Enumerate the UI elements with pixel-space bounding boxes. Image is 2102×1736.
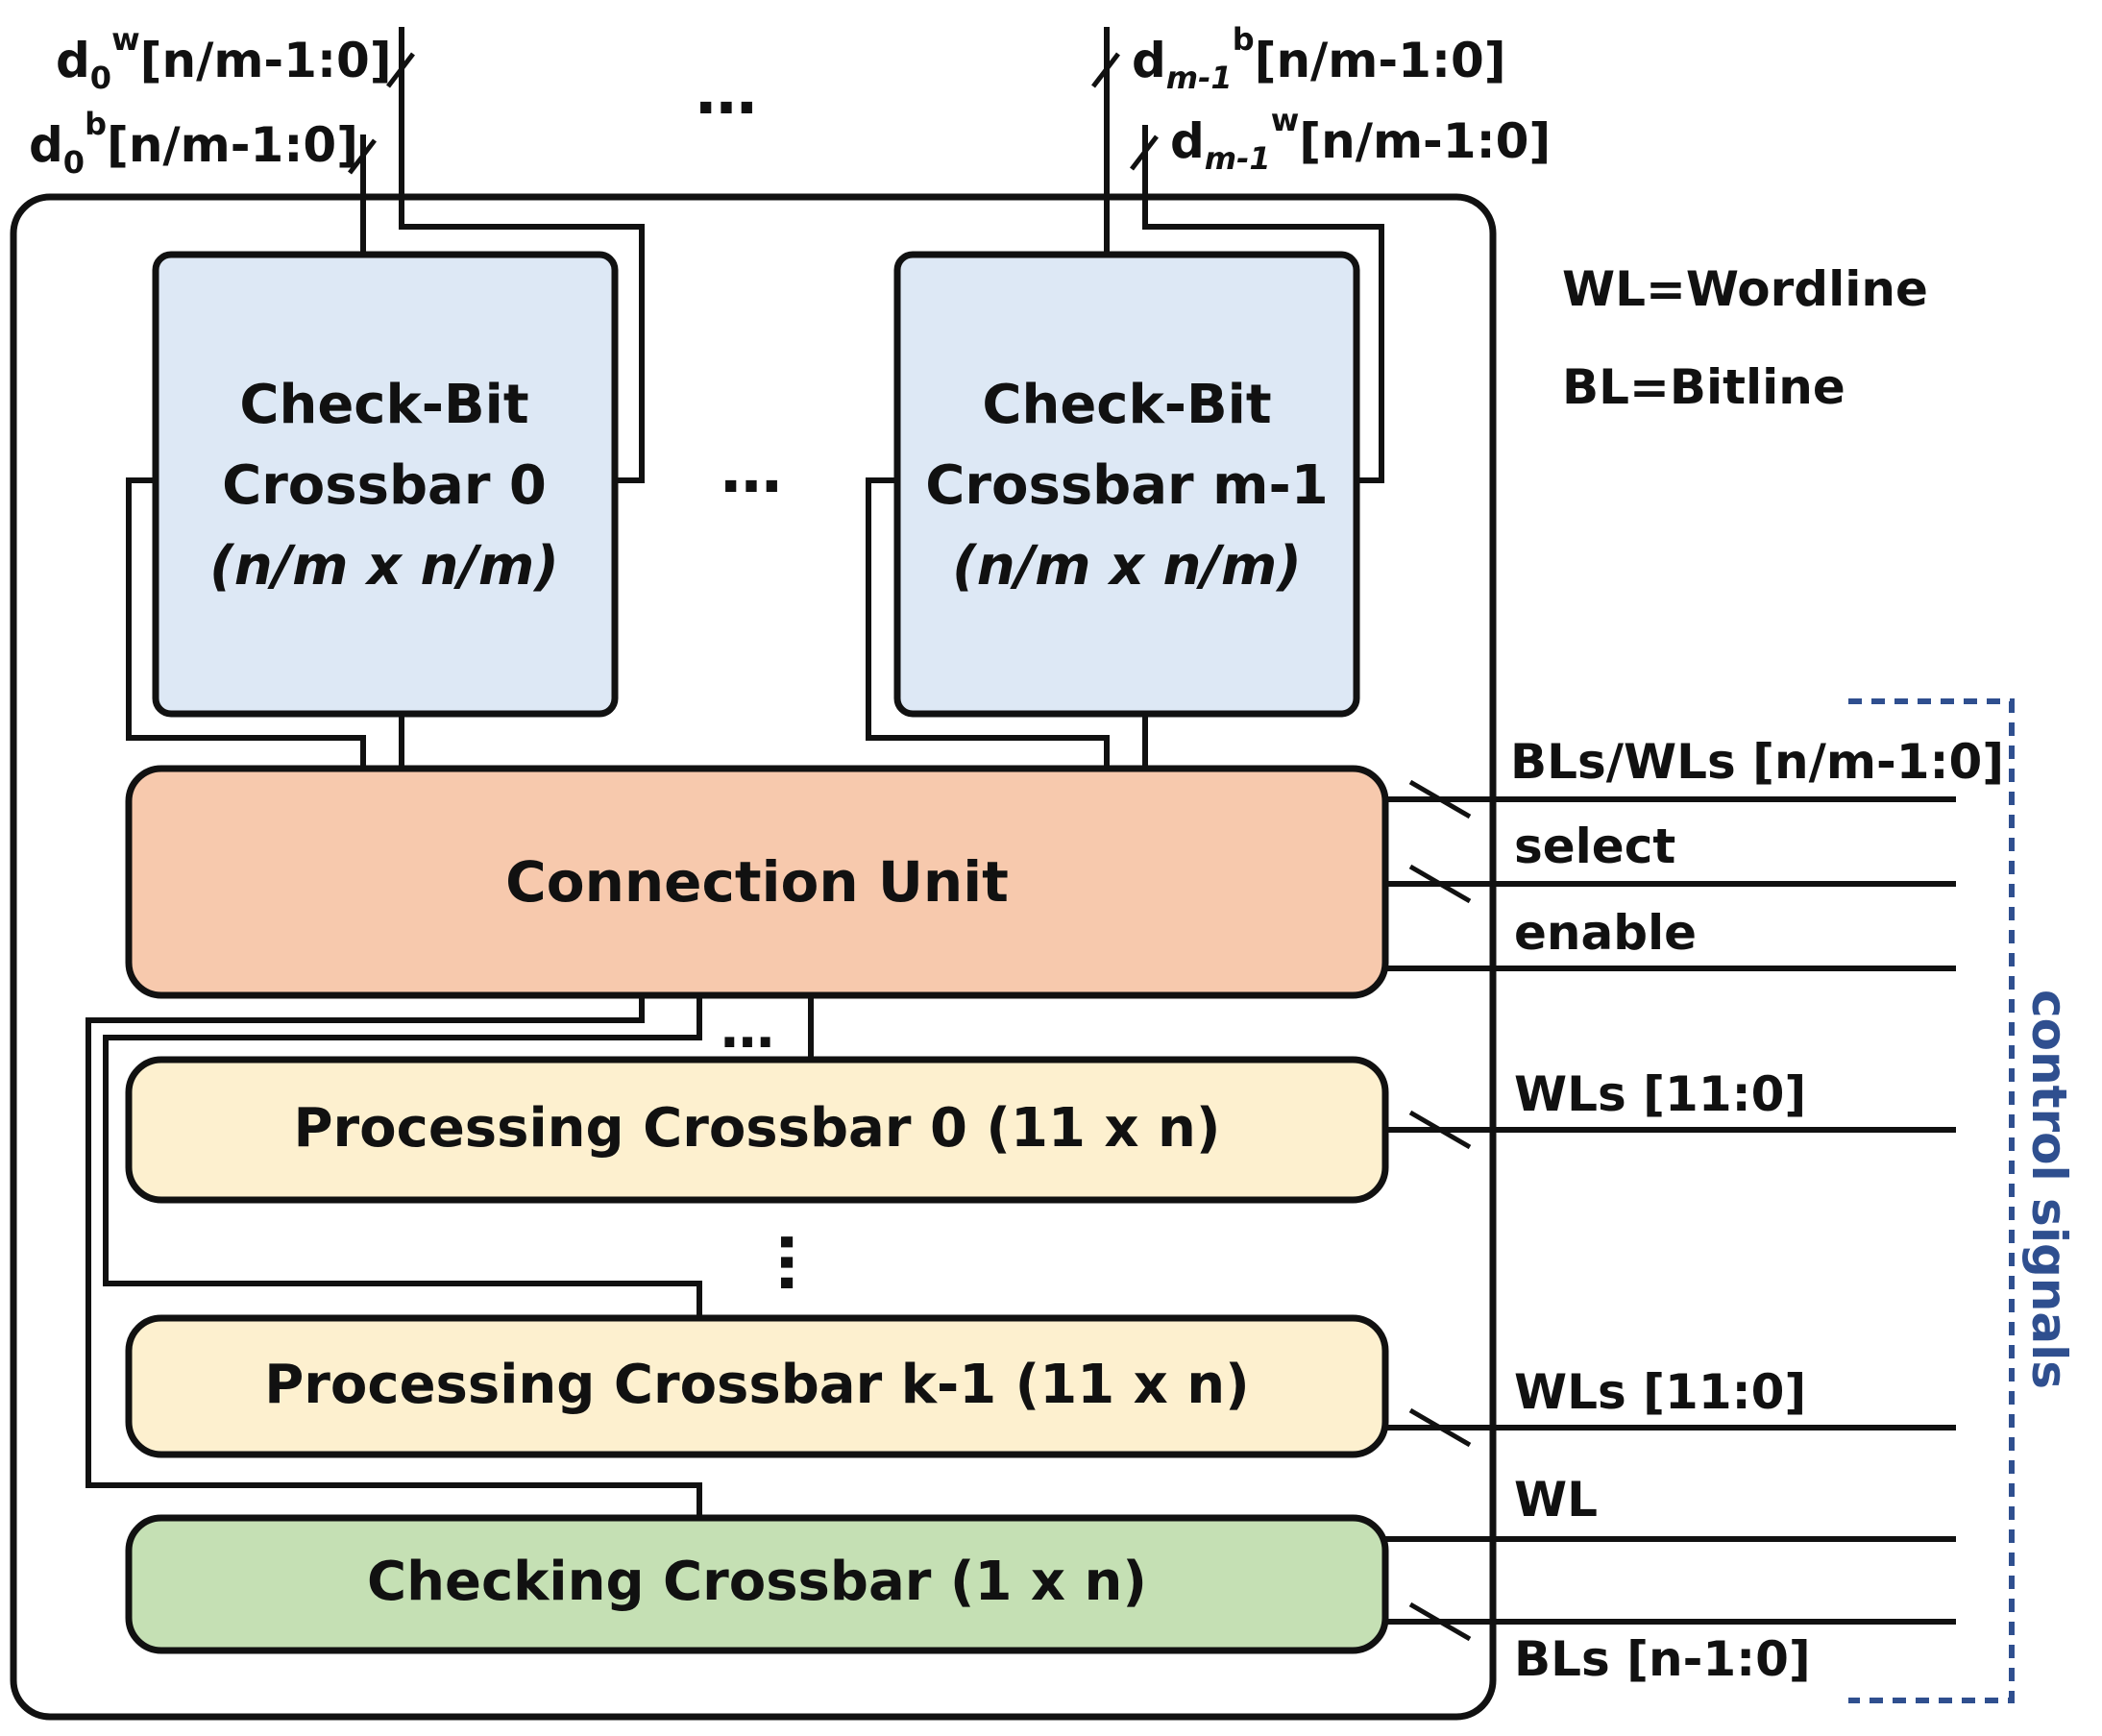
wire-cu-procB bbox=[86, 995, 702, 1518]
svg-text:d0w[n/m-1:0]: d0w[n/m-1:0] bbox=[56, 21, 392, 96]
control-signals-bracket bbox=[1848, 698, 2015, 1703]
bus-slash-dm1w bbox=[1130, 134, 1159, 171]
checkbitm1-line3: (n/m x n/m) bbox=[952, 535, 1302, 598]
checking-crossbar bbox=[125, 1514, 1389, 1654]
svg-text:d0b[n/m-1:0]: d0b[n/m-1:0] bbox=[29, 106, 358, 181]
checkbitm1-line1: Check-Bit bbox=[982, 374, 1271, 436]
ellipsis-middle: … bbox=[721, 436, 782, 507]
checkbit0-line3: (n/m x n/m) bbox=[209, 535, 559, 598]
port-label-d0b: d0b[n/m-1:0] bbox=[29, 106, 358, 181]
control-signals-label: control signals bbox=[2021, 990, 2077, 1389]
wire-cu-procA bbox=[103, 995, 702, 1318]
bus-slash-wls-proc0 bbox=[1408, 1110, 1472, 1150]
wire-dm1w bbox=[1142, 125, 1384, 483]
signal-label-bls-wls: BLs/WLs [n/m-1:0] bbox=[1510, 734, 2004, 790]
checkbit0-line2: Crossbar 0 bbox=[222, 454, 547, 517]
ellipsis-cu: … bbox=[721, 998, 774, 1061]
checking-label: Checking Crossbar (1 x n) bbox=[367, 1551, 1147, 1613]
checkbitm1-line2: Crossbar m-1 bbox=[925, 454, 1328, 517]
bus-slash-dm1b bbox=[1091, 52, 1120, 88]
signal-label-wl: WL bbox=[1514, 1472, 1598, 1528]
processing-crossbar-k1 bbox=[125, 1314, 1389, 1458]
connection-unit-label: Connection Unit bbox=[505, 849, 1009, 915]
bus-slash-d0b bbox=[348, 138, 377, 175]
svg-text:dm-1w[n/m-1:0]: dm-1w[n/m-1:0] bbox=[1170, 102, 1551, 177]
ellipsis-top: … bbox=[696, 58, 757, 129]
bus-slash-wls-prock1 bbox=[1408, 1407, 1472, 1448]
port-label-d0w: d0w[n/m-1:0] bbox=[56, 21, 392, 96]
signal-label-bls: BLs [n-1:0] bbox=[1514, 1631, 1811, 1687]
legend-bitline: BL=Bitline bbox=[1562, 359, 1845, 415]
bus-slash-select bbox=[1408, 864, 1472, 904]
outer-enclosure bbox=[10, 193, 1497, 1721]
legend-wordline: WL=Wordline bbox=[1562, 261, 1928, 317]
checkbit0-line1: Check-Bit bbox=[239, 374, 528, 436]
port-label-dm1b: dm-1b[n/m-1:0] bbox=[1132, 21, 1506, 96]
bus-slash-bls-checking bbox=[1408, 1602, 1472, 1642]
port-label-dm1w: dm-1w[n/m-1:0] bbox=[1170, 102, 1551, 177]
signal-label-enable: enable bbox=[1514, 905, 1697, 961]
bus-slash-bls-wls bbox=[1408, 779, 1472, 819]
signal-label-wls-proc0: WLs [11:0] bbox=[1514, 1066, 1806, 1122]
wire-cbm1-left bbox=[866, 477, 1110, 769]
bus-slash-d0w bbox=[386, 52, 415, 88]
wire-d0w bbox=[399, 27, 645, 483]
checkbit-crossbar-0 bbox=[152, 251, 619, 718]
checkbit-crossbar-m1 bbox=[893, 251, 1360, 718]
processing0-label: Processing Crossbar 0 (11 x n) bbox=[293, 1097, 1220, 1160]
ellipsis-vertical: … bbox=[766, 1232, 837, 1293]
svg-text:dm-1b[n/m-1:0]: dm-1b[n/m-1:0] bbox=[1132, 21, 1506, 96]
wire-cb0-left bbox=[126, 477, 366, 769]
signal-label-wls-prock1: WLs [11:0] bbox=[1514, 1364, 1806, 1420]
signal-label-select: select bbox=[1514, 819, 1675, 874]
processingk1-label: Processing Crossbar k-1 (11 x n) bbox=[264, 1354, 1250, 1416]
